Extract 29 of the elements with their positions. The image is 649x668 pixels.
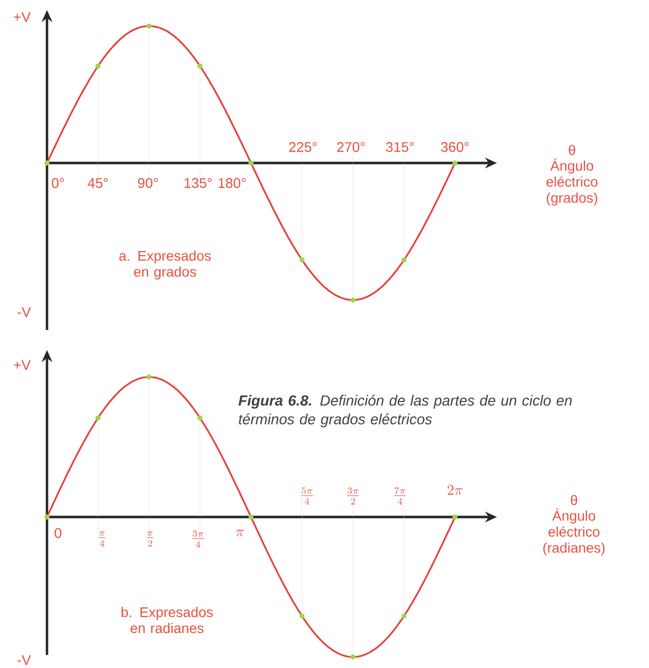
axis-label: +V [14,360,31,370]
axis-label: θ [568,144,576,156]
tick-label: $2\pi$ [448,484,462,495]
tick-label: $\frac{3\pi}{2}$ [347,487,359,504]
tick-label: 180° [218,178,246,188]
tick-label: 315° [386,142,414,152]
tick-label: $\frac{7\pi}{4}$ [394,487,406,504]
tick-label: $\frac{3\pi}{4}$ [192,530,204,548]
tick-label: 360° [441,142,469,152]
plot-label: a. Expresados en grados [119,250,211,280]
tick-label: $\frac{\pi}{4}$ [98,532,106,546]
tick-label: 90° [138,178,158,188]
tick-label: $\frac{\pi}{2}$ [146,532,154,546]
axis-label: Ángulo eléctrico (radianes) [543,508,605,556]
tick-label: $\pi$ [236,530,244,536]
axis-label: θ [570,494,578,506]
tick-label: 0 [54,528,62,538]
tick-label: $\frac{5\pi}{4}$ [301,487,313,504]
tick-label: 0° [52,178,64,188]
tick-label: 270° [337,142,365,152]
tick-label: 225° [289,142,317,152]
axis-label: +V [14,12,31,22]
plot-label: b. Expresados en radianes [122,606,213,634]
axis-label: -V [18,307,31,317]
tick-label: 135° [184,178,212,188]
figure-caption: Figura 6.8. Definición de las partes de un ciclo en términos de grados eléctricos [238,394,572,428]
axis-label: Ángulo eléctrico (grados) [546,158,598,206]
tick-label: 45° [88,178,108,188]
axis-label: -V [18,655,31,665]
